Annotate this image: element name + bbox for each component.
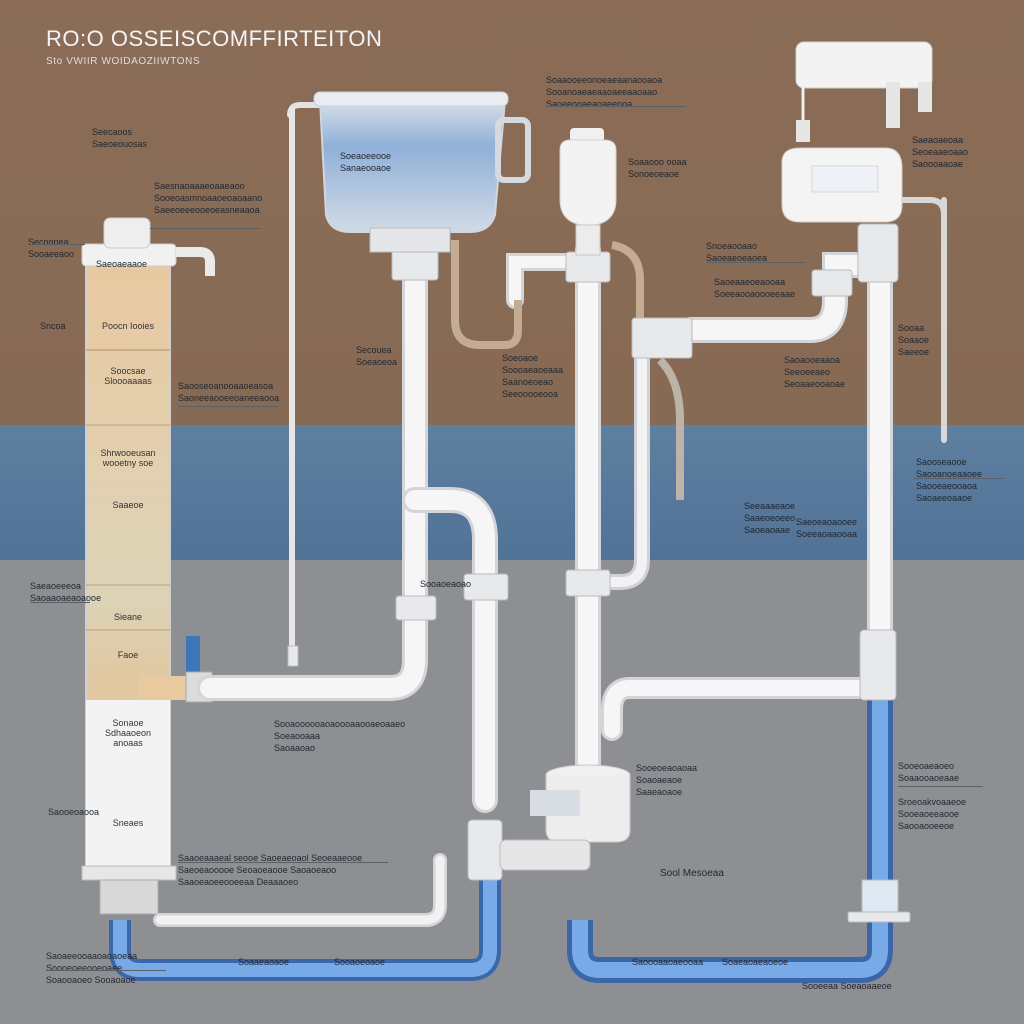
diagram-title: RO:O OSSEISCOMFFIRTEITON [46,26,383,51]
leader-line [30,244,85,245]
diagram-subtitle: Sto VWIIR WOIDAOZIIWTONS [46,56,201,67]
callout-label: Sooaoeoaoe [334,957,386,967]
leader-line [178,406,278,407]
callout-label: Saeoaeaaoe [96,259,148,269]
column-layer-label: Sieane [113,612,143,622]
leader-line [46,970,166,971]
callout-label: Sncoa [40,321,66,331]
connector-tube-3 [657,357,684,500]
callout-label: Saooeoaooa [48,807,100,817]
column-layer-label: Saaeoe [112,500,144,510]
connector-tube-2 [611,241,644,330]
leader-line [546,106,686,107]
column-layer-label: Sonaoe Sdhaaoeon anoaas [104,718,152,748]
callout-label: Soaaeaoaoe [238,957,290,967]
callout-label: Sool Mesoeaa [660,868,724,879]
leader-line [706,262,806,263]
storage-tank [313,91,531,253]
leader-line [150,228,260,229]
drain-pipes [109,700,893,983]
callout-label: Sooaoeaoao [420,579,472,589]
callout-label: Soaeaoaeaoeoe [722,957,789,967]
leader-line [914,478,1004,479]
column-layer-label: Shrwooeusan wooetny soe [100,448,156,468]
column-layer-label: Faoe [117,650,139,660]
leader-line [898,786,983,787]
column-layer-label: Sneaes [112,818,144,828]
filter-column [81,217,215,915]
pump-assembly [499,764,631,871]
callout-label: Saoooaaoaeooaa [632,957,704,967]
column-layer-label: Poocn Iooies [101,321,155,331]
connector-tube [451,240,522,349]
leader-line [178,862,388,863]
pipe-fittings [287,223,911,923]
faucet [781,41,933,223]
callout-label: Sooeeaa Soeaoaaeoe [802,981,892,991]
leader-line [30,602,90,603]
sediment-filter [559,128,617,256]
column-layer-label: Soocsae Sloooaaaas [104,366,152,386]
supply-pipes [153,102,947,927]
